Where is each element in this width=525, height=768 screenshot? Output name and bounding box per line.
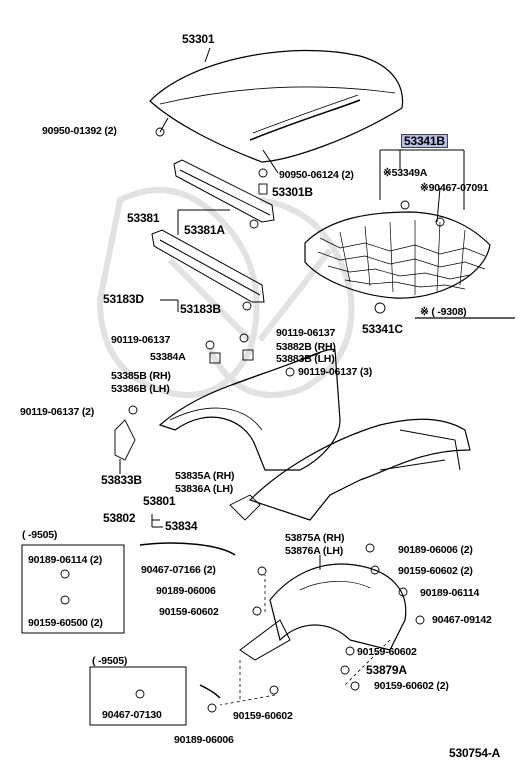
label-90467-09142: 90467-09142 — [432, 614, 492, 626]
label-90159-60602-2a: 90159-60602 (2) — [398, 565, 473, 577]
arrow — [139, 542, 236, 556]
label-90189-06006-2: 90189-06006 (2) — [398, 544, 473, 556]
diagram-id: 530754-A — [449, 746, 501, 760]
label-90950-06124: 90950-06124 (2) — [279, 169, 354, 181]
label-53835a: 53835A (RH) — [175, 470, 235, 482]
label-53882b: 53882B (RH) — [276, 341, 336, 353]
fender-liner — [269, 563, 407, 651]
range-box-1 — [21, 544, 125, 634]
label-53384a: 53384A — [150, 351, 186, 363]
label-90159-60602-c: 90159-60602 — [233, 710, 293, 722]
label-90159-60500-2: 90159-60500 (2) — [28, 617, 103, 629]
label-53836a: 53836A (LH) — [175, 483, 234, 495]
label-53349a: ※53349A — [383, 167, 428, 179]
range-box-2 — [89, 666, 187, 726]
label-90119-06137-b: 90119-06137 — [276, 327, 336, 339]
label-53341b: 53341B — [401, 134, 448, 148]
hood-insulator — [304, 211, 491, 299]
label-90467-07166-2: 90467-07166 (2) — [141, 564, 216, 576]
label-53381a: 53381A — [184, 223, 225, 237]
label-90159-60602-b: 90159-60602 — [357, 646, 417, 658]
label-90189-06006-a: 90189-06006 — [156, 585, 216, 597]
label-90189-06114: 90189-06114 — [420, 587, 480, 599]
label-53183b: 53183B — [180, 302, 221, 316]
label-53183d: 53183D — [103, 292, 144, 306]
label-53301: 53301 — [182, 32, 215, 46]
hood — [149, 49, 404, 163]
range-label-1: ( -9505) — [22, 529, 58, 541]
label-90950-01392: 90950-01392 (2) — [42, 125, 117, 137]
label-53834: 53834 — [165, 519, 198, 533]
label-90189-06114-2: 90189-06114 (2) — [28, 554, 103, 566]
label-53883b: 53883B (LH) — [276, 353, 335, 365]
label-90119-06137-2: 90119-06137 (2) — [20, 406, 95, 418]
label-53876a: 53876A (LH) — [285, 545, 344, 557]
label-90119-06137-3: 90119-06137 (3) — [298, 366, 373, 378]
hood-lock-support — [173, 159, 275, 223]
label-53879a: 53879A — [366, 663, 407, 677]
hood-seal — [151, 229, 265, 303]
label-53875a: 53875A (RH) — [285, 532, 345, 544]
range-label-2: ( -9505) — [92, 655, 128, 667]
label-53833b: 53833B — [101, 473, 142, 487]
label-53386b: 53386B (LH) — [111, 383, 170, 395]
label-90189-06006-b: 90189-06006 — [174, 734, 234, 746]
label-90467-07130: 90467-07130 — [102, 709, 162, 721]
label-90119-06137-a: 90119-06137 — [111, 334, 171, 346]
label-53802: 53802 — [103, 511, 136, 525]
label-53381: 53381 — [127, 211, 160, 225]
label-53301b: 53301B — [272, 185, 313, 199]
label-90159-60602-2b: 90159-60602 (2) — [374, 680, 449, 692]
label-90467-07091: ※90467-07091 — [420, 182, 489, 194]
label-53341c: 53341C — [362, 322, 403, 336]
label-90159-60602-a: 90159-60602 — [159, 606, 219, 618]
note-range: ※ ( -9308) — [420, 306, 467, 318]
label-53801: 53801 — [143, 494, 176, 508]
label-53385b: 53385B (RH) — [111, 370, 171, 382]
